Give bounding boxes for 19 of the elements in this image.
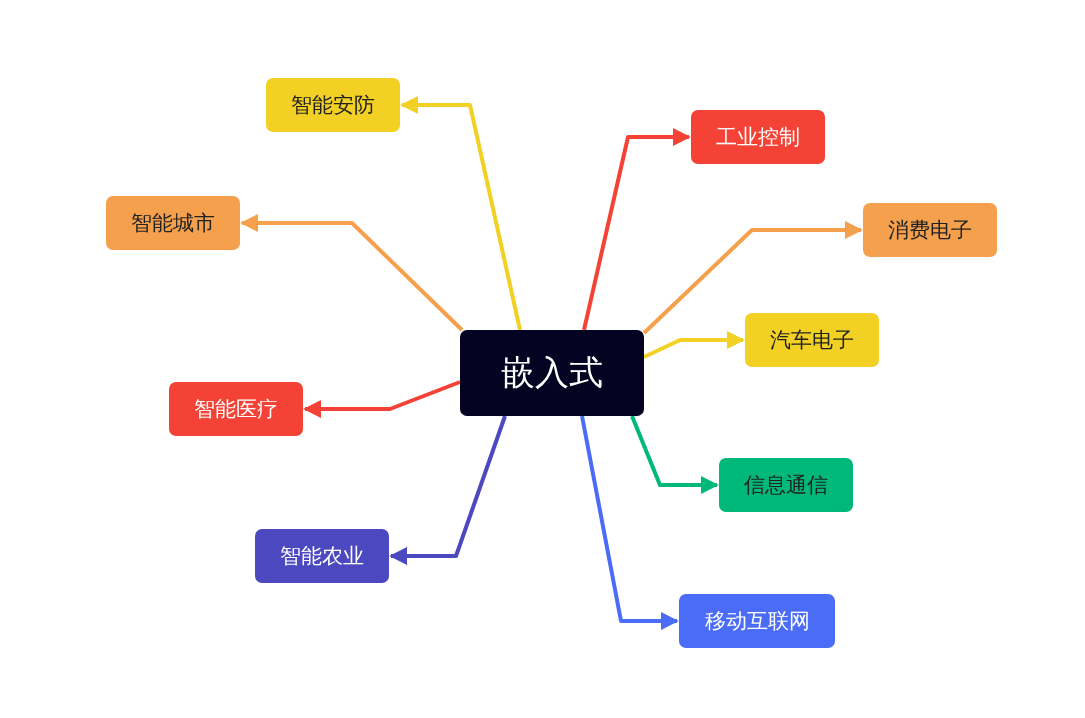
arrow: [303, 380, 461, 418]
topic-box: 智能城市: [106, 196, 240, 250]
topic-box: 智能农业: [255, 529, 389, 583]
topic-box: 移动互联网: [679, 594, 835, 648]
arrow: [630, 415, 719, 494]
arrow: [240, 214, 464, 332]
arrow: [642, 221, 863, 335]
topic-box: 消费电子: [863, 203, 997, 257]
topic-box: 智能安防: [266, 78, 400, 132]
topic-box: 智能医疗: [169, 382, 303, 436]
central-topic-box: 嵌入式: [460, 330, 644, 416]
arrow: [400, 96, 522, 331]
arrow: [389, 415, 507, 565]
arrow: [643, 331, 745, 359]
arrow: [582, 128, 691, 331]
topic-box: 信息通信: [719, 458, 853, 512]
arrow: [580, 415, 679, 630]
topic-box: 工业控制: [691, 110, 825, 164]
topic-box: 汽车电子: [745, 313, 879, 367]
